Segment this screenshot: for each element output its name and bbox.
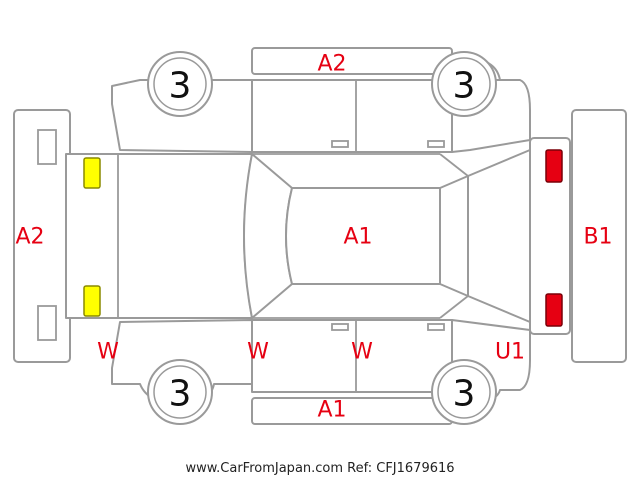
damage-code-front-fender-lower: W	[97, 340, 119, 365]
tire-front-right-rating: 3	[169, 374, 192, 415]
damage-code-bottom-side-panel: A1	[317, 398, 346, 423]
damage-code-front-bumper: A2	[15, 225, 44, 250]
tire-front-right: 3	[147, 359, 213, 425]
rear-light-housing	[529, 137, 571, 335]
tire-rear-right-rating: 3	[453, 374, 476, 415]
damage-code-rear-quarter-lower: U1	[495, 340, 525, 365]
rear-left-lamp-marker	[545, 149, 563, 183]
damage-code-rear-door-lower: W	[351, 340, 373, 365]
rear-bumper	[571, 109, 627, 363]
car-body-top-view	[65, 149, 531, 323]
damage-code-rear-bumper: B1	[583, 225, 612, 250]
damage-code-roof: A1	[343, 225, 372, 250]
front-left-lamp-marker	[83, 157, 101, 189]
bottom-side-strip	[251, 397, 453, 425]
tire-front-left-rating: 3	[169, 66, 192, 107]
tire-front-left: 3	[147, 51, 213, 117]
rear-right-lamp-marker	[545, 293, 563, 327]
front-right-lamp-marker	[83, 285, 101, 317]
footer-reference: www.CarFromJapan.com Ref: CFJ1679616	[185, 461, 454, 476]
top-side-strip	[251, 47, 453, 75]
tire-rear-left: 3	[431, 51, 497, 117]
damage-code-front-door-lower: W	[247, 340, 269, 365]
tire-rear-right: 3	[431, 359, 497, 425]
damage-code-top-side-panel: A2	[317, 52, 346, 77]
tire-rear-left-rating: 3	[453, 66, 476, 107]
